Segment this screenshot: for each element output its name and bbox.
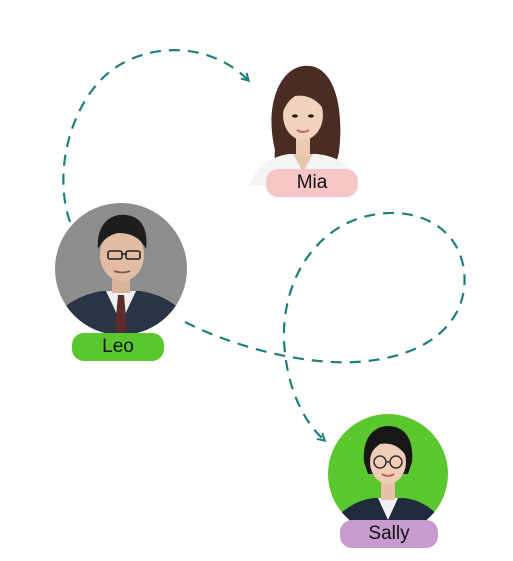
arrow-leo-to-sally bbox=[184, 211, 466, 440]
person-sally: Sally bbox=[320, 412, 458, 554]
arrow-leo-to-mia bbox=[62, 49, 248, 223]
leo-name-label: Leo bbox=[72, 333, 164, 361]
sally-name: Sally bbox=[368, 523, 410, 544]
leo-name: Leo bbox=[102, 336, 134, 357]
person-mia: Mia bbox=[245, 60, 360, 200]
woman-portrait-long-hair-icon bbox=[251, 65, 357, 185]
sally-name-label: Sally bbox=[340, 520, 438, 548]
man-portrait-glasses-suit-icon bbox=[55, 203, 187, 335]
woman-portrait-glasses-suit-icon bbox=[328, 414, 448, 534]
mia-name-label: Mia bbox=[266, 169, 358, 197]
person-leo: Leo bbox=[48, 203, 194, 363]
mia-name: Mia bbox=[296, 172, 328, 193]
